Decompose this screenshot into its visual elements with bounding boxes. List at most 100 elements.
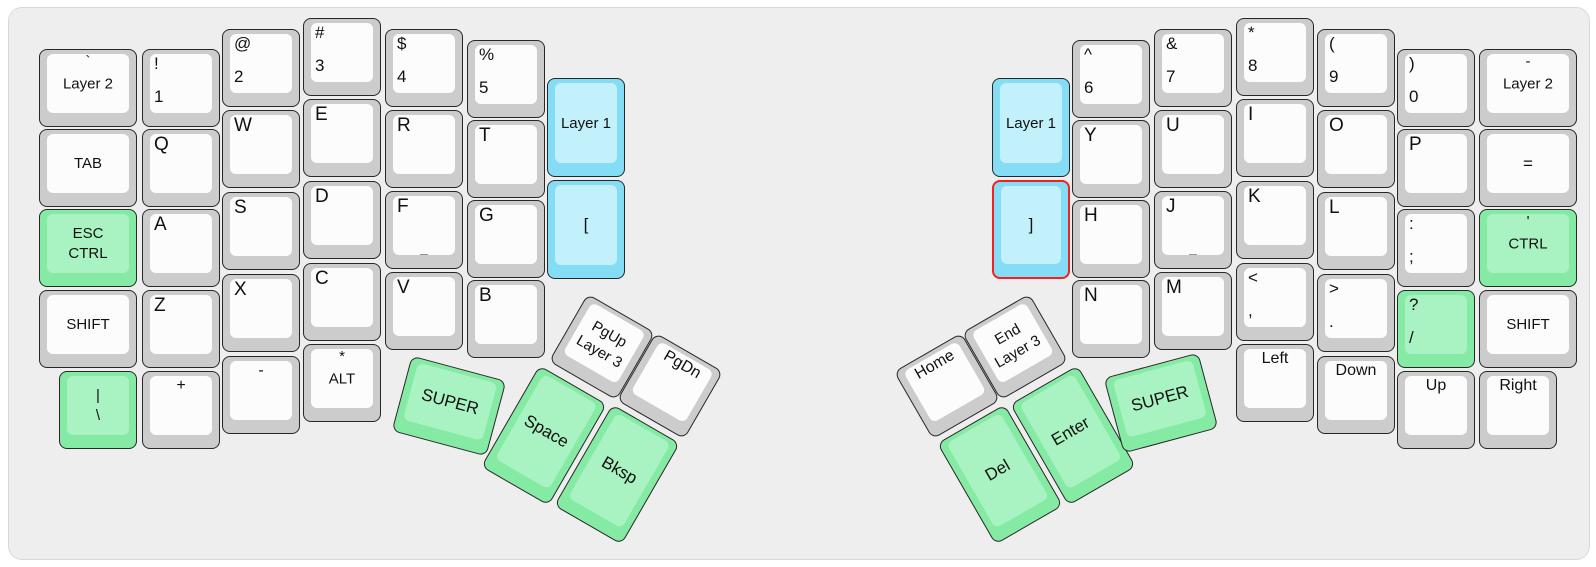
key-slash[interactable]: ?/ (1397, 290, 1475, 368)
key-b[interactable]: B (467, 280, 545, 358)
keycap: Z (150, 295, 212, 354)
key-rbracket[interactable]: ] (992, 180, 1070, 279)
keycap: ] (1001, 186, 1061, 264)
keycap: Down (1325, 361, 1387, 420)
key-z[interactable]: Z (142, 290, 220, 368)
key-star-alt[interactable]: *ALT (303, 344, 381, 422)
key-legend: ^ (1084, 45, 1092, 64)
key-i[interactable]: I (1236, 99, 1314, 177)
keycap: + (150, 376, 212, 435)
key-g[interactable]: G (467, 200, 545, 278)
key-j[interactable]: J_ (1154, 191, 1232, 269)
key-8[interactable]: *8 (1236, 18, 1314, 96)
key-legend: L (1329, 197, 1340, 218)
key-layer1-right[interactable]: Layer 1 (992, 78, 1070, 177)
key-u[interactable]: U (1154, 110, 1232, 188)
key-q[interactable]: Q (142, 129, 220, 207)
key-l[interactable]: L (1317, 192, 1395, 270)
key-0[interactable]: )0 (1397, 49, 1475, 127)
key-legend: ? (1409, 295, 1419, 314)
key-super-right[interactable]: SUPER (1103, 352, 1219, 454)
key-d[interactable]: D (303, 181, 381, 259)
key-legend: TAB (73, 155, 103, 172)
key-legend: CTRL (1508, 235, 1548, 252)
key-legend: & (1166, 34, 1178, 53)
key-legend: X (234, 279, 247, 300)
key-legend: = (1523, 153, 1533, 173)
key-legend: SHIFT (1506, 316, 1550, 333)
keycap: V (393, 277, 455, 336)
key-grave-layer2[interactable]: `Layer 2 (39, 49, 137, 127)
key-shift-right[interactable]: SHIFT (1479, 290, 1577, 368)
keycap: !1 (150, 54, 212, 113)
key-3[interactable]: #3 (303, 18, 381, 96)
key-legend: 8 (1248, 56, 1258, 76)
key-arrow-down[interactable]: Down (1317, 356, 1395, 434)
key-f[interactable]: F_ (385, 191, 463, 269)
key-1[interactable]: !1 (142, 49, 220, 127)
keycap: %5 (475, 45, 537, 104)
keycap: K (1244, 186, 1306, 245)
key-r[interactable]: R (385, 110, 463, 188)
keycap: ?/ (1405, 295, 1467, 354)
key-plus[interactable]: + (142, 371, 220, 449)
key-equals[interactable]: = (1479, 129, 1577, 207)
key-pipe-backslash[interactable]: |\ (59, 371, 137, 449)
key-v[interactable]: V (385, 272, 463, 350)
key-5[interactable]: %5 (467, 40, 545, 118)
key-k[interactable]: K (1236, 181, 1314, 259)
key-legend: 4 (397, 67, 407, 87)
key-super-left[interactable]: SUPER (391, 355, 507, 457)
key-layer1-left[interactable]: Layer 1 (547, 78, 625, 177)
key-tab[interactable]: TAB (39, 129, 137, 207)
key-lbracket[interactable]: [ (547, 180, 625, 279)
key-4[interactable]: $4 (385, 29, 463, 107)
key-quote-ctrl[interactable]: 'CTRL (1479, 209, 1577, 287)
key-t[interactable]: T (467, 120, 545, 198)
key-m[interactable]: M (1154, 272, 1232, 350)
key-legend: F (397, 196, 409, 217)
key-legend: U (1166, 115, 1180, 136)
key-arrow-left[interactable]: Left (1236, 344, 1314, 422)
key-h[interactable]: H (1072, 200, 1150, 278)
keycap: *8 (1244, 23, 1306, 82)
keycap: Left (1244, 349, 1306, 408)
keycap: N (1080, 285, 1142, 344)
key-legend: > (1329, 279, 1339, 298)
key-p[interactable]: P (1397, 129, 1475, 207)
key-legend: Bksp (598, 451, 641, 488)
key-legend: N (1084, 285, 1098, 306)
key-semicolon[interactable]: :; (1397, 209, 1475, 287)
key-c[interactable]: C (303, 263, 381, 341)
key-legend: CTRL (68, 244, 108, 262)
key-comma[interactable]: <, (1236, 263, 1314, 341)
key-o[interactable]: O (1317, 110, 1395, 188)
key-e[interactable]: E (303, 99, 381, 177)
key-legend: @ (234, 34, 252, 53)
key-a[interactable]: A (142, 209, 220, 287)
key-shift-left[interactable]: SHIFT (39, 290, 137, 368)
keycap: U (1162, 115, 1224, 174)
key-period[interactable]: >. (1317, 274, 1395, 352)
key-minus[interactable]: - (222, 356, 300, 434)
key-legend: T (479, 125, 491, 146)
key-x[interactable]: X (222, 274, 300, 352)
key-6[interactable]: ^6 (1072, 40, 1150, 118)
keycap: J_ (1162, 196, 1224, 255)
key-legend: Layer 1 (560, 114, 612, 132)
key-legend: ] (1028, 215, 1034, 234)
key-7[interactable]: &7 (1154, 29, 1232, 107)
key-y[interactable]: Y (1072, 120, 1150, 198)
key-minus-layer2[interactable]: -Layer 2 (1479, 49, 1577, 127)
key-2[interactable]: @2 (222, 29, 300, 107)
key-w[interactable]: W (222, 110, 300, 188)
key-legend: Layer 2 (1502, 75, 1554, 92)
keycap: $4 (393, 34, 455, 93)
key-arrow-right[interactable]: Right (1479, 371, 1557, 449)
key-arrow-up[interactable]: Up (1397, 371, 1475, 449)
key-s[interactable]: S (222, 192, 300, 270)
key-legend: / (1409, 328, 1414, 348)
key-n[interactable]: N (1072, 280, 1150, 358)
key-9[interactable]: (9 (1317, 29, 1395, 107)
